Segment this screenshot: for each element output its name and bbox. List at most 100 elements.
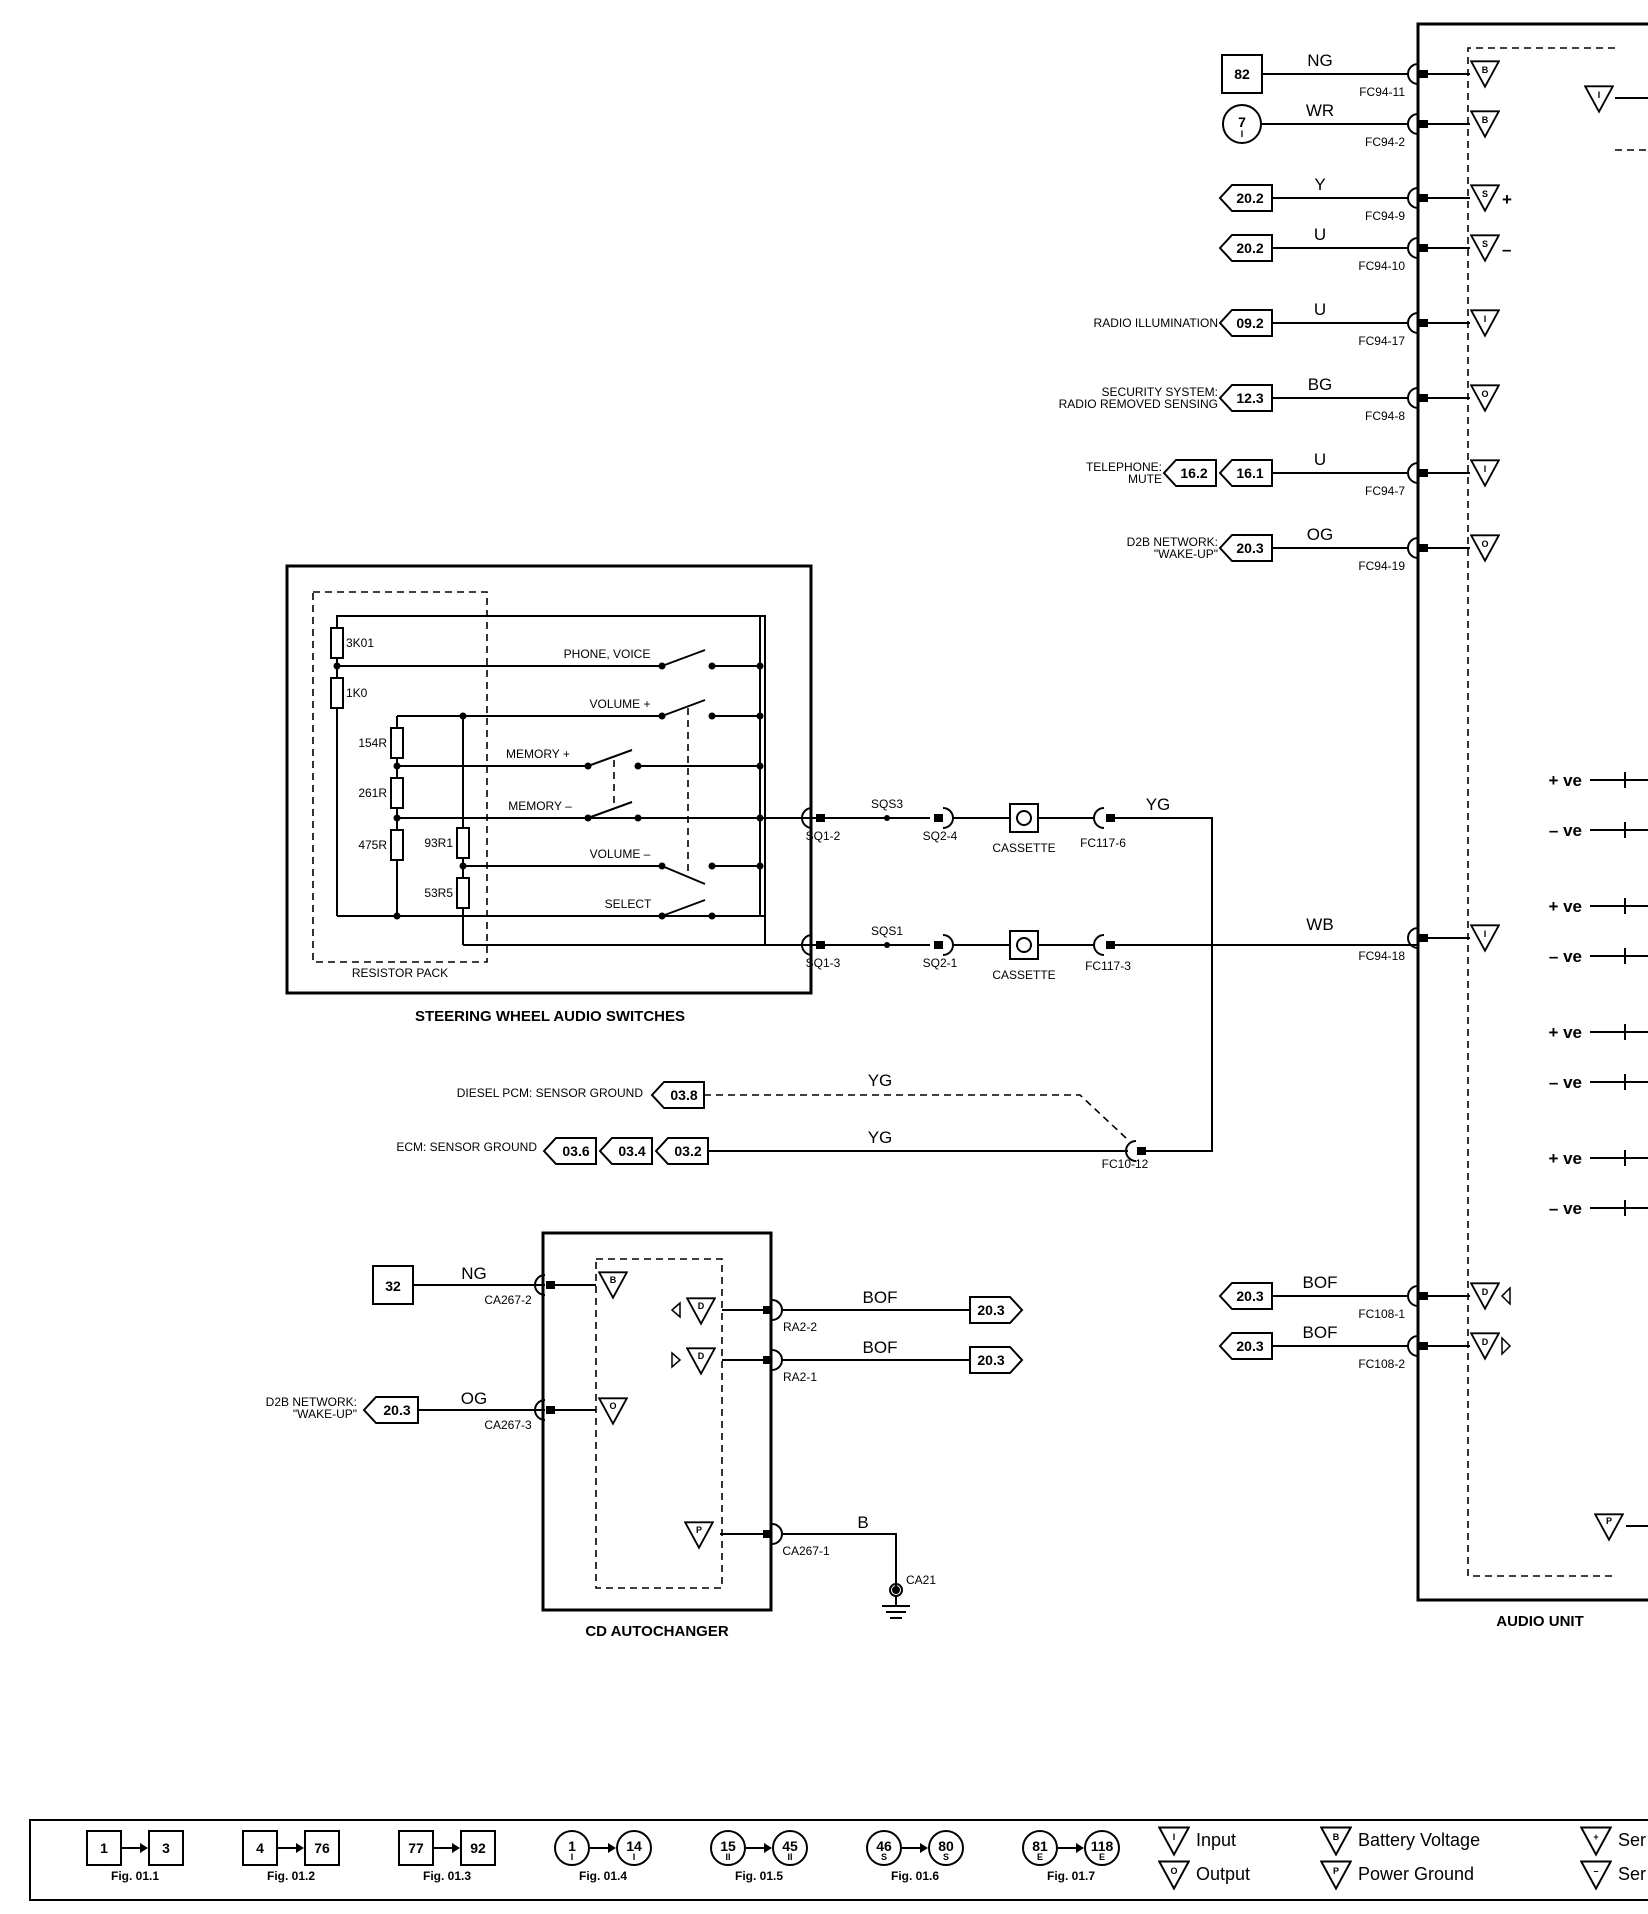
d2b-label: D2B NETWORK: xyxy=(266,1395,357,1409)
svg-text:I: I xyxy=(1598,90,1601,100)
svg-text:D: D xyxy=(1482,1337,1489,1347)
steering-wheel-harness: SQ1-2 SQ1-3 SQS3 SQS1 SQ2-4 SQ2-1 CASSET… xyxy=(795,795,1418,1152)
resistor-261r-label: 261R xyxy=(358,786,387,800)
legend-ref: 118 xyxy=(1091,1838,1114,1854)
resistor-154r-label: 154R xyxy=(358,736,387,750)
svg-text:D: D xyxy=(698,1301,705,1311)
speaker-terminal-label: + ve xyxy=(1548,1023,1582,1042)
speaker-terminal-label: + ve xyxy=(1548,771,1582,790)
svg-text:–: – xyxy=(1502,240,1511,259)
ref-tag xyxy=(598,1137,653,1165)
resistor-475r xyxy=(390,829,404,861)
switch-select: SELECT xyxy=(463,897,760,920)
svg-text:E: E xyxy=(1037,1852,1043,1862)
yg-dashed-label: YG xyxy=(868,1071,893,1090)
wire-color: WB xyxy=(1306,915,1333,934)
ra2-2-label: RA2-2 xyxy=(783,1320,817,1334)
svg-text:P: P xyxy=(1606,1516,1612,1526)
legend-ref: 15 xyxy=(720,1838,736,1854)
legend-fig-label: Fig. 01.5 xyxy=(735,1869,783,1883)
svg-text:P: P xyxy=(696,1525,702,1535)
pin-description: MUTE xyxy=(1128,472,1162,486)
sensor-ground: DIESEL PCM: SENSOR GROUND 03.8 YG ECM: S… xyxy=(396,1071,1148,1171)
sqs3-label: SQS3 xyxy=(871,797,903,811)
svg-text:O: O xyxy=(1481,389,1488,399)
pin-description: "WAKE-UP" xyxy=(1154,547,1218,561)
steering-wheel-title: STEERING WHEEL AUDIO SWITCHES xyxy=(415,1008,685,1025)
connector-id: FC94-10 xyxy=(1358,259,1405,273)
connector-id: FC108-1 xyxy=(1358,1307,1405,1321)
legend-fig-label: Fig. 01.1 xyxy=(111,1869,159,1883)
cd-out-ref: 20.3 xyxy=(977,1302,1004,1318)
svg-text:II: II xyxy=(787,1852,792,1862)
legend-fig-label: Fig. 01.7 xyxy=(1047,1869,1095,1883)
wire-color: BOF xyxy=(1303,1323,1338,1342)
ref-label: 16.1 xyxy=(1236,465,1263,481)
speaker-terminal-label: – ve xyxy=(1549,821,1582,840)
audio-unit-title: AUDIO UNIT xyxy=(1496,1613,1584,1630)
ca267-3-label: CA267-3 xyxy=(484,1418,532,1432)
cd-ref-20-3: 20.3 xyxy=(383,1402,410,1418)
cd-autochanger-title: CD AUTOCHANGER xyxy=(585,1623,729,1640)
yg-color-label: YG xyxy=(1146,795,1171,814)
wire-color: BOF xyxy=(1303,1273,1338,1292)
sq2-4-label: SQ2-4 xyxy=(923,829,958,843)
audio-unit-pins: 82NGFC94-11B7IWRFC94-2B20.2YFC94-9S+20.2… xyxy=(1059,51,1512,1371)
connector-id: FC94-2 xyxy=(1365,135,1405,149)
speaker-terminal-label: – ve xyxy=(1549,1073,1582,1092)
cassette-connector xyxy=(1009,803,1039,833)
ca267-2-label: CA267-2 xyxy=(484,1293,532,1307)
connector-id: FC94-8 xyxy=(1365,409,1405,423)
ref-tag xyxy=(542,1137,597,1165)
legend-ref: 76 xyxy=(314,1840,330,1856)
sqs1-label: SQS1 xyxy=(871,924,903,938)
connector-id: FC94-17 xyxy=(1358,334,1405,348)
connector-id: FC94-9 xyxy=(1365,209,1405,223)
bof-label: BOF xyxy=(863,1338,898,1357)
legend-ref: 45 xyxy=(782,1838,798,1854)
ref-label: 09.2 xyxy=(1236,315,1263,331)
legend-symbol-label: Power Ground xyxy=(1358,1864,1474,1884)
svg-text:B: B xyxy=(1482,65,1489,75)
wake-up-label: "WAKE-UP" xyxy=(293,1407,357,1421)
svg-text:O: O xyxy=(609,1401,616,1411)
legend-fig-label: Fig. 01.4 xyxy=(579,1869,627,1883)
svg-text:D: D xyxy=(698,1351,705,1361)
ra2-1-label: RA2-1 xyxy=(783,1370,817,1384)
og-label: OG xyxy=(461,1389,487,1408)
legend-symbol-label: Output xyxy=(1196,1864,1250,1884)
resistor-475r-label: 475R xyxy=(358,838,387,852)
sq1-2-label: SQ1-2 xyxy=(806,829,841,843)
cassette-label: CASSETTE xyxy=(992,968,1055,982)
svg-text:II: II xyxy=(725,1852,730,1862)
ref-label: 20.3 xyxy=(1236,1338,1263,1354)
speaker-terminal-label: – ve xyxy=(1549,947,1582,966)
svg-text:I: I xyxy=(633,1852,636,1862)
resistor-154r xyxy=(390,727,404,759)
cd-out-ref: 20.3 xyxy=(977,1352,1004,1368)
wire-color: NG xyxy=(1307,51,1333,70)
sq2-1-label: SQ2-1 xyxy=(923,956,958,970)
wire-color: BG xyxy=(1308,375,1333,394)
cassette-connector xyxy=(1009,930,1039,960)
svg-text:S: S xyxy=(1482,239,1488,249)
diesel-pcm-label: DIESEL PCM: SENSOR GROUND xyxy=(457,1086,644,1100)
svg-text:VOLUME +: VOLUME + xyxy=(589,697,650,711)
ref-label: 20.3 xyxy=(1236,540,1263,556)
svg-text:+: + xyxy=(1593,1832,1598,1842)
ecm-ref: 03.4 xyxy=(618,1143,645,1159)
svg-text:I: I xyxy=(1173,1832,1176,1842)
